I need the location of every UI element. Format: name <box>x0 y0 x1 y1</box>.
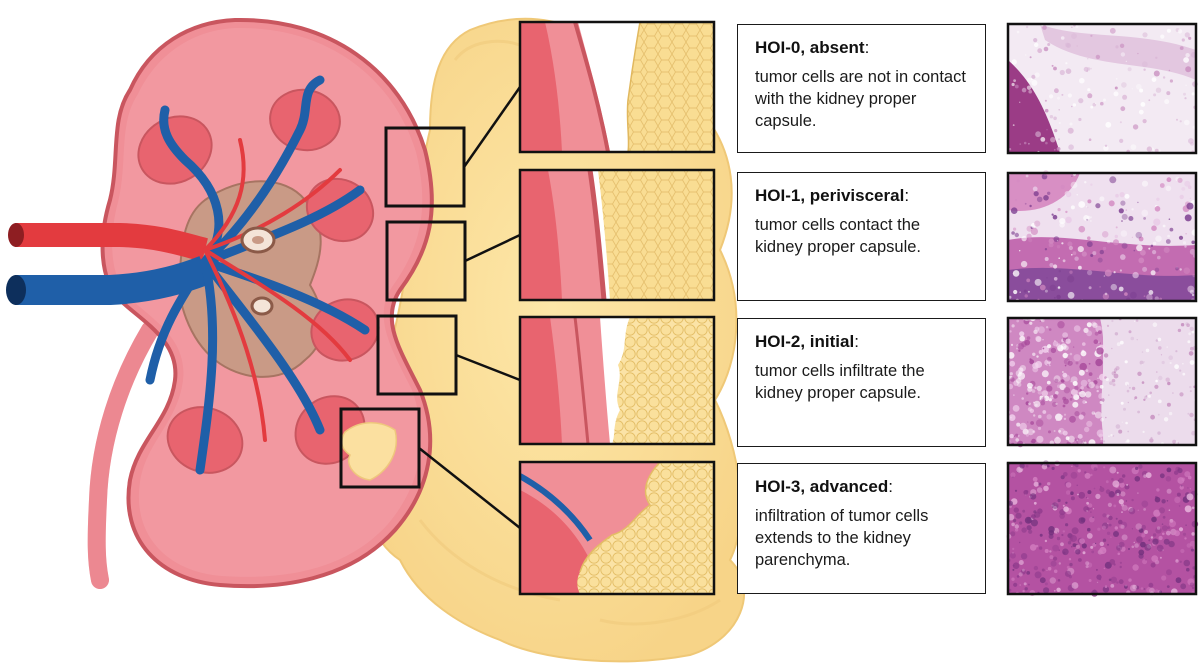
grade-description: tumor cells infiltrate the kidney proper… <box>755 362 925 402</box>
zoom-panel-borders <box>518 20 716 596</box>
desc-box-hoi-0: HOI-0, absent: tumor cells are not in co… <box>737 24 986 153</box>
histology-hoi-1 <box>1006 170 1199 303</box>
vessel-branches <box>145 75 370 475</box>
desc-box-hoi-3: HOI-3, advanced: infiltration of tumor c… <box>737 463 986 594</box>
artery-branch <box>203 168 342 252</box>
ureter <box>87 321 159 589</box>
zoom-panel-hoi-2 <box>520 317 714 444</box>
grade-description: infiltration of tumor cells extends to t… <box>755 507 929 569</box>
calyx-openings <box>240 226 276 316</box>
desc-box-hoi-2: HOI-2, initial: tumor cells infiltrate t… <box>737 318 986 447</box>
vein-branch <box>195 257 218 475</box>
vein-branch <box>200 257 370 335</box>
zoom-panel-hoi-0 <box>520 22 714 152</box>
zoom-connectors <box>418 86 522 529</box>
grade-title: HOI-1, perivisceral: <box>755 186 910 205</box>
grade-title: HOI-2, initial: <box>755 332 859 351</box>
grade-title: HOI-3, advanced: <box>755 477 893 496</box>
histology-hoi-0 <box>1006 22 1198 155</box>
zoom-panel-hoi-1 <box>520 170 714 300</box>
desc-box-hoi-1: HOI-1, perivisceral: tumor cells contact… <box>737 172 986 301</box>
vein-branch <box>200 185 365 267</box>
artery-branch <box>203 138 246 252</box>
tumor-invasion <box>340 422 397 481</box>
artery-branch <box>203 248 267 442</box>
vein-branch <box>200 75 325 267</box>
vein-branch <box>145 257 210 385</box>
artery-branch <box>203 248 352 362</box>
grade-title: HOI-0, absent: <box>755 38 870 57</box>
histology-hoi-3 <box>1006 460 1199 597</box>
zoom-panel-hoi-3 <box>520 462 714 594</box>
grade-description: tumor cells are not in contact with the … <box>755 68 966 130</box>
histology-hoi-2 <box>1006 315 1198 448</box>
grade-description: tumor cells contact the kidney proper ca… <box>755 216 922 256</box>
